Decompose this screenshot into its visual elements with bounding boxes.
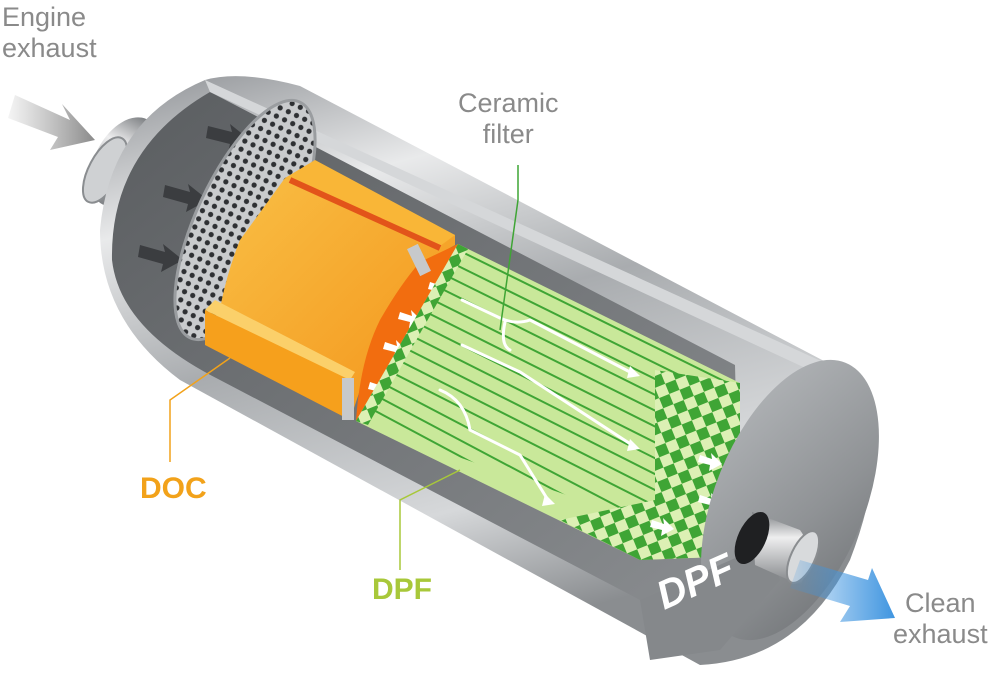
filter-flow-paths bbox=[438, 298, 634, 502]
engine-exhaust-line2: exhaust bbox=[2, 33, 97, 64]
ceramic-filter-label: Ceramic filter bbox=[458, 88, 559, 150]
clean-exhaust-label: Clean exhaust bbox=[893, 588, 988, 650]
outlet-pipe bbox=[734, 511, 821, 585]
ceramic-filter-line2: filter bbox=[482, 119, 534, 150]
clean-exhaust-line2: exhaust bbox=[893, 619, 988, 650]
doc-label: DOC bbox=[140, 472, 207, 505]
clean-exhaust-line1: Clean bbox=[905, 588, 976, 618]
ceramic-filter-line1: Ceramic bbox=[458, 88, 559, 118]
engine-exhaust-label: Engine exhaust bbox=[2, 2, 97, 64]
flow-arrow-icon bbox=[542, 366, 722, 536]
inlet-arrow-icon bbox=[8, 95, 95, 150]
dpf-label: DPF bbox=[372, 573, 432, 606]
leader-lines bbox=[169, 165, 519, 570]
engine-exhaust-line1: Engine bbox=[2, 2, 87, 32]
outlet-arrow-icon bbox=[790, 560, 895, 622]
